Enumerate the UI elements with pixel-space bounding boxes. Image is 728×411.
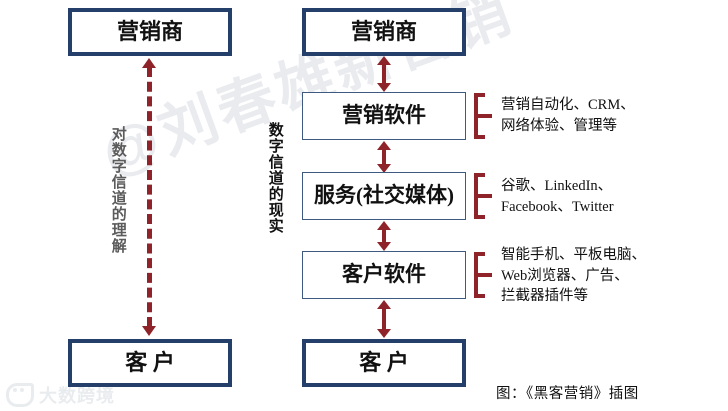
brace-stem bbox=[476, 273, 492, 277]
brace-tip-top bbox=[474, 173, 485, 177]
arrow-shaft bbox=[147, 67, 152, 327]
brace-stem bbox=[476, 194, 492, 198]
left-dashed-double-arrow bbox=[142, 58, 158, 336]
arrow-head-down-icon bbox=[377, 164, 391, 173]
arrow-head-down-icon bbox=[377, 83, 391, 92]
arrow-shaft bbox=[382, 307, 386, 331]
brace-tip-bottom bbox=[474, 294, 485, 298]
arrow-shaft bbox=[382, 228, 386, 244]
right-box-client-software: 客户软件 bbox=[302, 251, 466, 299]
brace-service-social-media bbox=[474, 173, 494, 219]
annotation-client-software: 智能手机、平板电脑、 Web浏览器、广告、 拦截器插件等 bbox=[501, 247, 646, 305]
right-box-service-social-media: 服务(社交媒体) bbox=[302, 172, 466, 220]
arrow-head-down-icon bbox=[377, 242, 391, 251]
arrow-head-up-icon bbox=[377, 221, 391, 230]
arrow-shaft bbox=[382, 63, 386, 85]
arrow-shaft bbox=[382, 148, 386, 166]
arrow-marketer-to-marketing-software bbox=[376, 56, 392, 92]
right-box-customer: 客 户 bbox=[302, 339, 466, 387]
arrow-marketing-software-to-service bbox=[376, 141, 392, 173]
brace-stem bbox=[476, 114, 492, 118]
figure-caption: 图：《黑客营销》插图 bbox=[496, 386, 639, 402]
right-connector-label: 数字信道的现实 bbox=[266, 122, 283, 234]
brace-tip-top bbox=[474, 252, 485, 256]
annotation-marketing-software: 营销自动化、CRM、 网络体验、管理等 bbox=[501, 97, 635, 134]
brace-client-software bbox=[474, 252, 494, 298]
logo-mark-icon bbox=[6, 383, 34, 407]
arrow-head-up-icon bbox=[142, 58, 156, 68]
brace-tip-bottom bbox=[474, 215, 485, 219]
brace-tip-top bbox=[474, 93, 485, 97]
right-box-marketer: 营销商 bbox=[302, 8, 466, 56]
right-box-marketing-software: 营销软件 bbox=[302, 92, 466, 140]
arrow-client-software-to-customer bbox=[376, 300, 392, 338]
arrow-head-up-icon bbox=[377, 56, 391, 65]
brace-tip-bottom bbox=[474, 135, 485, 139]
arrow-head-up-icon bbox=[377, 300, 391, 309]
left-box-marketer: 营销商 bbox=[68, 8, 232, 56]
arrow-head-up-icon bbox=[377, 141, 391, 150]
annotation-service-social-media: 谷歌、LinkedIn、 Facebook、Twitter bbox=[501, 178, 614, 215]
brace-marketing-software bbox=[474, 93, 494, 139]
left-connector-label: 对数字信道的理解 bbox=[109, 126, 126, 254]
arrow-head-down-icon bbox=[377, 329, 391, 338]
left-box-customer: 客 户 bbox=[68, 339, 232, 387]
arrow-service-to-client-software bbox=[376, 221, 392, 251]
arrow-head-down-icon bbox=[142, 326, 156, 336]
